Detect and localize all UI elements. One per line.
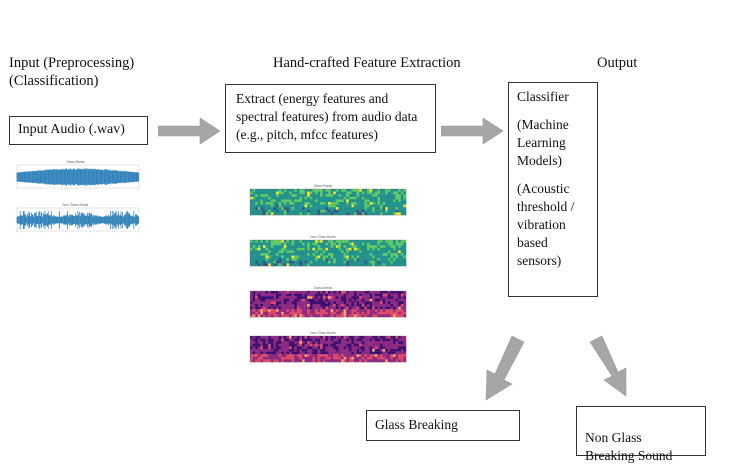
classifier-box: Classifier (Machine Learning Models) (Ac… <box>508 82 598 297</box>
waveform-non-glass-break-title: Non Glass Break <box>62 203 89 207</box>
classifier-acoustic-text: (Acoustic threshold / vibration based se… <box>517 181 575 268</box>
spectrogram-4-title: Non Glass Break <box>310 331 336 335</box>
arrow-input-to-extract <box>158 118 220 144</box>
input-audio-box: Input Audio (.wav) <box>9 116 148 145</box>
spectrogram-2-title: Non Glass Break <box>310 235 336 239</box>
input-audio-label: Input Audio (.wav) <box>18 122 125 137</box>
spectrogram-3-title: Glass Break <box>313 286 333 290</box>
spectrogram-2: Non Glass Break <box>238 235 408 275</box>
feature-extraction-header: Hand-crafted Feature Extraction <box>273 55 461 71</box>
arrow-extract-to-classifier <box>441 118 503 144</box>
waveform-glass-break-title: Glass Break <box>66 160 85 164</box>
spectrogram-1: Glass Break <box>238 184 408 224</box>
glass-breaking-box: Glass Breaking <box>366 410 520 441</box>
output-header: Output <box>597 55 638 71</box>
non-glass-breaking-label: Non Glass Breaking Sound <box>585 430 673 463</box>
glass-breaking-label: Glass Breaking <box>375 417 458 432</box>
extract-features-text: Extract (energy features and spectral fe… <box>236 91 418 142</box>
classifier-ml-text: (Machine Learning Models) <box>517 117 569 168</box>
arrow-to-glass-breaking <box>485 335 525 401</box>
spectrogram-1-title: Glass Break <box>313 184 333 188</box>
spectrogram-4: Non Glass Break <box>238 331 408 371</box>
spectrogram-3: Glass Break <box>238 286 408 326</box>
classifier-title: Classifier <box>517 89 569 104</box>
waveform-glass-break: Glass Break <box>9 160 142 193</box>
extract-features-box: Extract (energy features and spectral fe… <box>225 84 436 153</box>
waveform-non-glass-break: Non Glass Break <box>9 203 142 236</box>
input-header: Input (Preprocessing) (Classification) <box>9 55 135 89</box>
arrow-to-non-glass-breaking <box>589 335 627 397</box>
non-glass-breaking-box: Non Glass Breaking Sound <box>576 406 706 463</box>
